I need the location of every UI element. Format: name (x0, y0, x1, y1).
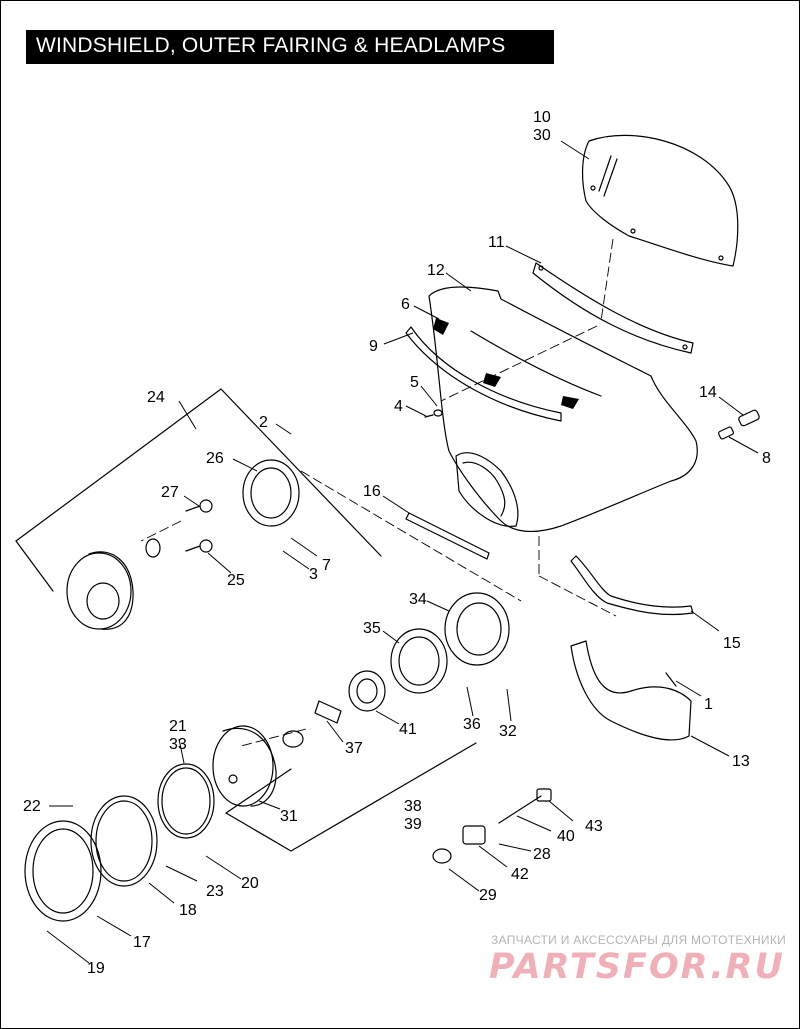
callout-29: 29 (479, 887, 497, 904)
screw-and-washer (424, 409, 443, 418)
callout-2: 2 (259, 414, 268, 431)
bulbs-upper (145, 499, 213, 558)
callout-27: 27 (161, 484, 179, 501)
callout-30: 30 (533, 127, 551, 144)
callout-1: 1 (704, 696, 713, 713)
callout-26: 26 (206, 450, 224, 467)
callout-14: 14 (699, 384, 717, 401)
lower-strip (405, 512, 490, 560)
headlamp-ring (242, 459, 300, 527)
callout-7: 7 (322, 557, 331, 574)
bracket-strap (570, 555, 694, 616)
callout-34: 34 (409, 591, 427, 608)
retaining-ring-21 (157, 763, 215, 839)
bracket-38-39 (225, 742, 477, 852)
callout-5: 5 (410, 374, 419, 391)
sealed-beam-31 (212, 725, 277, 807)
callout-9: 9 (369, 338, 378, 355)
callout-8: 8 (762, 450, 771, 467)
leader-lines (46, 140, 759, 964)
fairing-bracket (570, 640, 692, 741)
windshield (582, 134, 739, 267)
callout-labels: 10 30 11 12 6 9 5 4 14 8 24 2 26 27 16 7… (23, 109, 771, 977)
gasket-18 (90, 795, 158, 887)
fairing-decals (433, 318, 579, 409)
callout-13: 13 (732, 753, 750, 770)
callout-16: 16 (363, 483, 381, 500)
trim-strip (532, 262, 694, 354)
callout-35: 35 (363, 620, 381, 637)
callout-22: 22 (23, 798, 41, 815)
callout-33: 33 (169, 736, 187, 753)
alignment-lines (140, 238, 617, 747)
watermark-tagline: ЗАПЧАСТИ И АКСЕССУАРЫ ДЛЯ МОТОТЕХНИКИ (491, 933, 787, 947)
socket-parts (432, 788, 552, 864)
watermark-brand: PARTSFOR.RU (489, 947, 785, 987)
windshield-molding (405, 326, 562, 422)
callout-42: 42 (511, 866, 529, 883)
lamp-bucket-35 (390, 628, 448, 694)
callout-12: 12 (427, 262, 445, 279)
callout-36: 36 (463, 716, 481, 733)
callout-20: 20 (241, 875, 259, 892)
callout-24: 24 (147, 389, 165, 406)
callout-19: 19 (87, 960, 105, 977)
callout-40: 40 (557, 828, 575, 845)
callout-6: 6 (401, 296, 410, 313)
adapter-41 (348, 670, 386, 712)
callout-28: 28 (533, 846, 551, 863)
bulb-37 (282, 700, 342, 748)
callout-10: 10 (533, 109, 551, 126)
headlamp-assembly-upper (15, 388, 382, 630)
callout-21: 21 (169, 718, 187, 735)
callout-41: 41 (399, 721, 417, 738)
lamp-housing-34 (444, 592, 510, 666)
callout-23: 23 (206, 883, 224, 900)
callout-43: 43 (585, 818, 603, 835)
callout-17: 17 (133, 934, 151, 951)
callout-3: 3 (309, 566, 318, 583)
callout-37: 37 (345, 740, 363, 757)
trim-ring-17 (24, 820, 102, 922)
callout-18: 18 (179, 902, 197, 919)
callout-39: 39 (404, 816, 422, 833)
callout-32: 32 (499, 723, 517, 740)
callout-15: 15 (723, 635, 741, 652)
callout-31: 31 (280, 808, 298, 825)
callout-25: 25 (227, 572, 245, 589)
turn-signal-parts (718, 409, 760, 440)
outer-fairing (428, 286, 698, 532)
callout-38: 38 (404, 798, 422, 815)
callout-4: 4 (394, 398, 403, 415)
diagram-title: WINDSHIELD, OUTER FAIRING & HEADLAMPS (26, 30, 554, 64)
callout-11: 11 (488, 234, 505, 251)
